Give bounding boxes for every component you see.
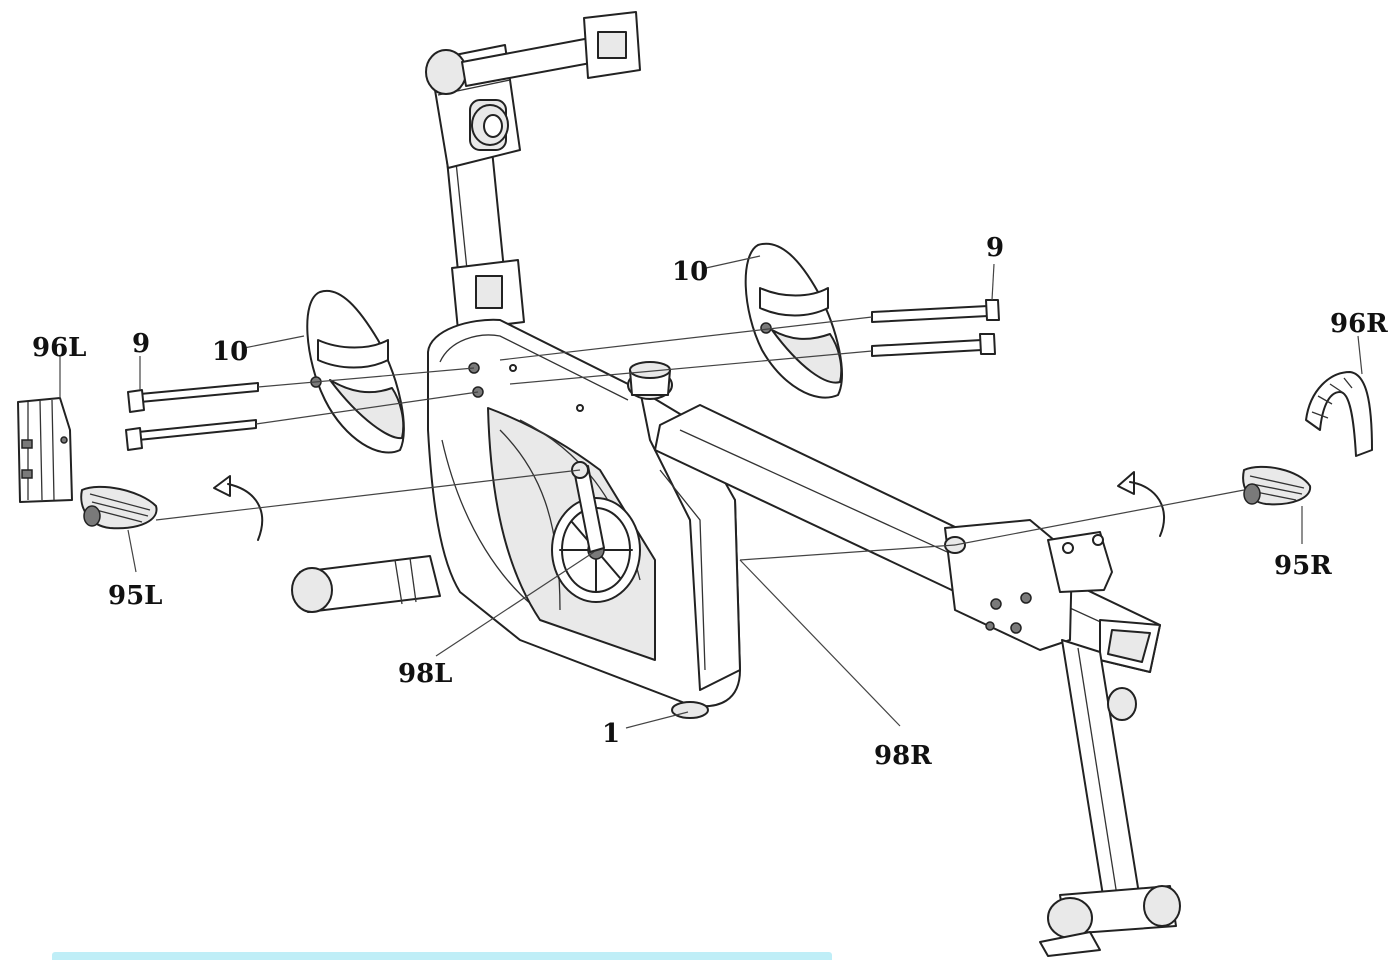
- pedal-right: [1242, 465, 1312, 506]
- bolts-left: [125, 382, 259, 451]
- strap-left: [17, 397, 73, 503]
- rear-leg: [1039, 639, 1181, 957]
- label-9-right: 9: [986, 233, 1004, 263]
- leader-lines: [59, 255, 1363, 729]
- label-95L: 95L: [108, 581, 162, 611]
- label-9-left: 9: [132, 329, 150, 359]
- label-10-left: 10: [212, 337, 248, 367]
- label-95R: 95R: [1274, 551, 1332, 581]
- rail-beam: [654, 404, 1161, 673]
- rotate-arrow-right-icon: [1117, 471, 1165, 537]
- label-96R: 96R: [1330, 309, 1388, 339]
- label-98L: 98L: [398, 659, 452, 689]
- bolts-right: [871, 299, 1000, 357]
- pedal-left: [80, 485, 158, 530]
- seat-pad-right: [744, 242, 843, 399]
- label-96L: 96L: [32, 333, 86, 363]
- bottom-highlight-bar: [52, 952, 832, 960]
- label-98R: 98R: [874, 741, 932, 771]
- handlebar-assembly: [425, 11, 641, 343]
- seat-pad-left: [306, 289, 405, 454]
- strap-right: [1305, 371, 1373, 457]
- label-1: 1: [602, 719, 620, 749]
- label-10-right: 10: [672, 257, 708, 287]
- rotate-arrow-left-icon: [213, 475, 264, 541]
- part-labels: 96L 9 10 10 9 96R 95L 95R 98L 1 98R: [32, 233, 1388, 771]
